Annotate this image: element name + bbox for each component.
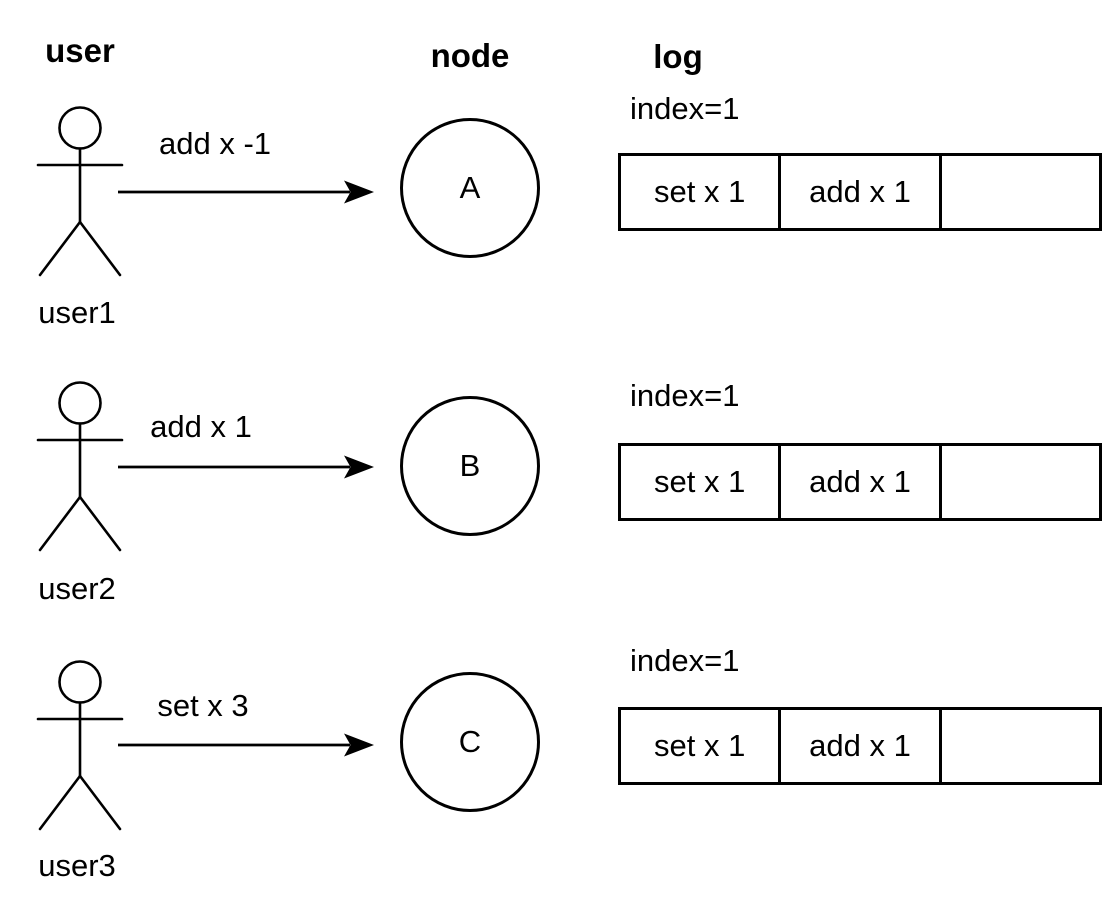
message-label: add x 1 [150, 408, 252, 444]
log-index-label: index=1 [630, 91, 740, 126]
arrow-right-icon [118, 733, 374, 757]
node-circle: A [400, 118, 540, 258]
column-header-user: user [45, 32, 115, 69]
log-cell: add x 1 [781, 446, 942, 518]
user-label: user1 [38, 295, 116, 330]
log-cell: set x 1 [621, 156, 782, 228]
log-table: set x 1 add x 1 [618, 153, 1102, 231]
log-table: set x 1 add x 1 [618, 443, 1102, 521]
message-label: set x 3 [157, 687, 249, 723]
log-cell: set x 1 [621, 710, 782, 782]
log-table: set x 1 add x 1 [618, 707, 1102, 785]
node-label: C [458, 724, 482, 759]
log-cell [942, 446, 1099, 518]
node-label: B [459, 448, 481, 483]
log-cell [942, 156, 1099, 228]
column-header-node: node [430, 37, 510, 74]
stick-figure-icon [36, 106, 124, 277]
log-cell: set x 1 [621, 446, 782, 518]
node-circle: B [400, 396, 540, 536]
node-circle: C [400, 672, 540, 812]
arrow-right-icon [118, 180, 374, 204]
arrow-right-icon [118, 455, 374, 479]
log-index-label: index=1 [630, 378, 740, 413]
log-cell: add x 1 [781, 710, 942, 782]
log-index-label: index=1 [630, 643, 740, 678]
stick-figure-icon [36, 381, 124, 552]
column-header-log: log [653, 38, 703, 75]
message-label: add x -1 [158, 125, 272, 161]
user-label: user3 [38, 848, 116, 883]
log-cell: add x 1 [781, 156, 942, 228]
stick-figure-icon [36, 660, 124, 831]
user-label: user2 [38, 571, 116, 606]
log-cell [942, 710, 1099, 782]
node-label: A [459, 170, 481, 205]
